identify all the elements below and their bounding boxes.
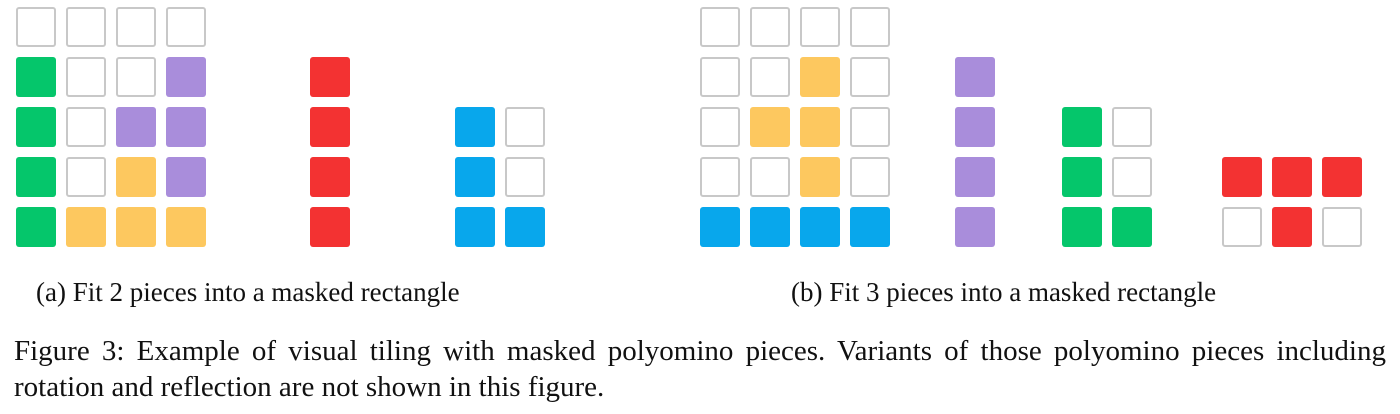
green-cell <box>1112 207 1152 247</box>
purple-cell <box>166 157 206 197</box>
subcaption-b: (b) Fit 3 pieces into a masked rectangle <box>791 277 1217 307</box>
purple-cell <box>955 57 995 97</box>
empty-cell <box>700 107 740 147</box>
blue-cell <box>505 207 545 247</box>
red-cell <box>1222 157 1262 197</box>
subcaption-a: (a) Fit 2 pieces into a masked rectangle <box>36 277 460 307</box>
empty-cell <box>850 157 890 197</box>
empty-cell <box>700 7 740 47</box>
empty-cell <box>800 7 840 47</box>
green-cell <box>1062 107 1102 147</box>
empty-cell <box>1222 207 1262 247</box>
purple-cell <box>166 57 206 97</box>
blue-cell <box>700 207 740 247</box>
blue-cell <box>750 207 790 247</box>
empty-cell <box>505 107 545 147</box>
green-cell <box>1062 207 1102 247</box>
empty-cell <box>850 57 890 97</box>
red-cell <box>1322 157 1362 197</box>
green-cell <box>16 157 56 197</box>
green-cell <box>1062 157 1102 197</box>
yellow-cell <box>116 157 156 197</box>
empty-cell <box>166 7 206 47</box>
yellow-cell <box>750 107 790 147</box>
empty-cell <box>700 157 740 197</box>
empty-cell <box>750 57 790 97</box>
empty-cell <box>750 157 790 197</box>
empty-cell <box>1112 107 1152 147</box>
figure-caption: Figure 3: Example of visual tiling with … <box>14 335 1386 403</box>
empty-cell <box>1322 207 1362 247</box>
empty-cell <box>116 57 156 97</box>
red-cell <box>310 157 350 197</box>
yellow-cell <box>800 57 840 97</box>
empty-cell <box>1112 157 1152 197</box>
empty-cell <box>66 57 106 97</box>
empty-cell <box>116 7 156 47</box>
blue-cell <box>800 207 840 247</box>
empty-cell <box>850 107 890 147</box>
empty-cell <box>66 7 106 47</box>
purple-cell <box>955 207 995 247</box>
yellow-cell <box>66 207 106 247</box>
empty-cell <box>850 7 890 47</box>
empty-cell <box>505 157 545 197</box>
red-cell <box>310 207 350 247</box>
yellow-cell <box>800 107 840 147</box>
blue-cell <box>850 207 890 247</box>
yellow-cell <box>116 207 156 247</box>
red-cell <box>1272 207 1312 247</box>
empty-cell <box>700 57 740 97</box>
purple-cell <box>116 107 156 147</box>
yellow-cell <box>800 157 840 197</box>
empty-cell <box>750 7 790 47</box>
blue-cell <box>455 157 495 197</box>
red-cell <box>310 107 350 147</box>
blue-cell <box>455 207 495 247</box>
empty-cell <box>16 7 56 47</box>
red-cell <box>310 57 350 97</box>
green-cell <box>16 57 56 97</box>
purple-cell <box>166 107 206 147</box>
red-cell <box>1272 157 1312 197</box>
empty-cell <box>66 157 106 197</box>
green-cell <box>16 107 56 147</box>
purple-cell <box>955 157 995 197</box>
yellow-cell <box>166 207 206 247</box>
purple-cell <box>955 107 995 147</box>
empty-cell <box>66 107 106 147</box>
blue-cell <box>455 107 495 147</box>
green-cell <box>16 207 56 247</box>
